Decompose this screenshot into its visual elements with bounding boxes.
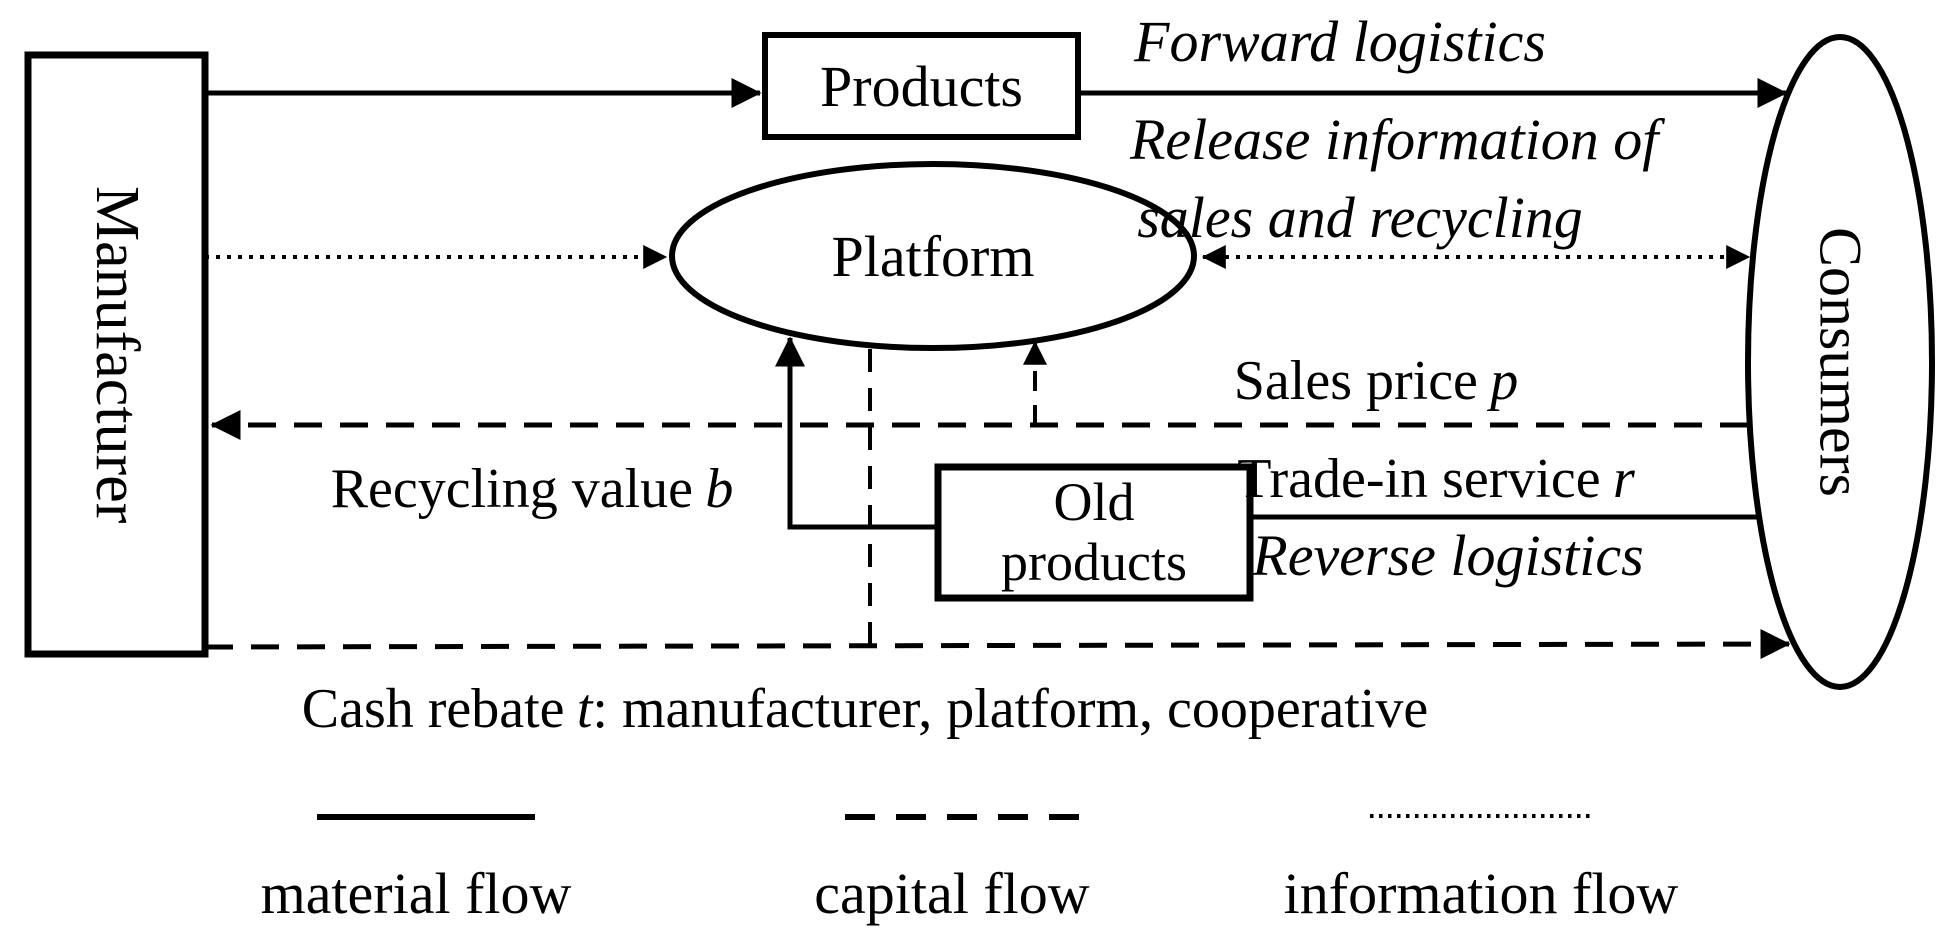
consumers-label: Consumers [1807, 227, 1874, 497]
products-label: Products [820, 53, 1023, 119]
legend-label-capital-flow: capital flow [814, 861, 1090, 926]
legend-label-material-flow: material flow [260, 861, 572, 926]
platform-label: Platform [831, 223, 1035, 289]
capital-flow-cash-rebate-to-consumers [204, 629, 1791, 660]
old-products-box [934, 463, 1254, 602]
consumers-ellipse [1745, 34, 1935, 690]
manufacturer-box [24, 51, 209, 658]
forward-logistics-label: Forward logistics [1134, 9, 1546, 74]
release-information-label-line1: Release information of [1130, 107, 1659, 172]
manufacturer-label: Manufacturer [83, 185, 151, 524]
release-information-label-line2: sales and recycling [1137, 185, 1583, 250]
old-products-label: Old products [1001, 472, 1187, 592]
platform-ellipse [669, 161, 1197, 351]
legend-label-information-flow: information flow [1283, 861, 1679, 926]
products-box [762, 32, 1081, 140]
material-flow-old-products-to-platform [775, 336, 938, 530]
reverse-logistics-label: Reverse logistics [1252, 523, 1644, 588]
